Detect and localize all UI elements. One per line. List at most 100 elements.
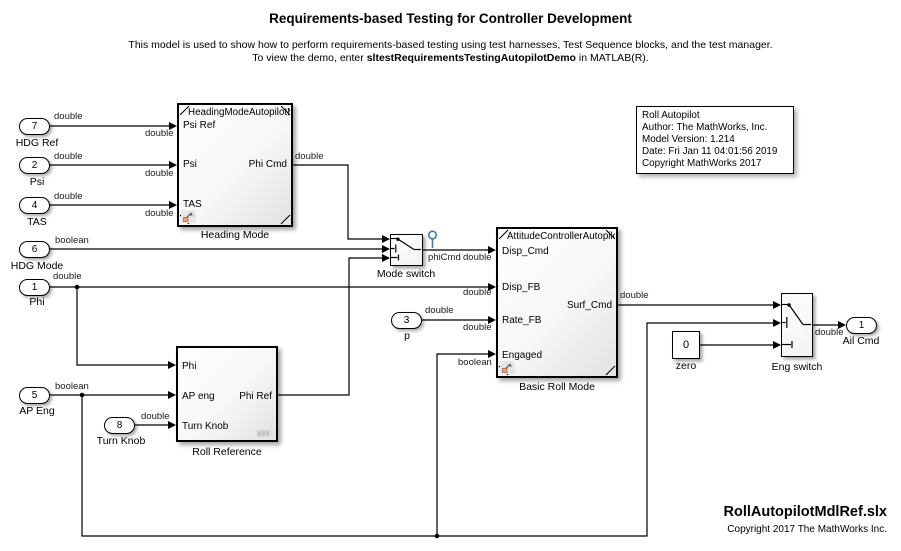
wire-arrowheads bbox=[168, 122, 846, 429]
output-port-label: Surf_Cmd bbox=[566, 300, 612, 311]
inport-label-ap-eng: AP Eng bbox=[19, 405, 55, 417]
model-info-annotation[interactable]: Roll Autopilot Author: The MathWorks, In… bbox=[636, 106, 794, 174]
model-description-line2: To view the demo, enter sltestRequiremen… bbox=[0, 52, 901, 64]
block-basic-roll-mode[interactable]: AttitudeControllerAutopilo Disp_Cmd Disp… bbox=[496, 227, 618, 378]
input-port-label: Rate_FB bbox=[502, 315, 542, 326]
block-name-heading-mode: Heading Mode bbox=[200, 229, 270, 241]
inport-label-hdg-mode: HDG Mode bbox=[10, 260, 64, 272]
port-number: 1 bbox=[31, 282, 38, 293]
test-point-icon[interactable] bbox=[426, 230, 439, 250]
description-pre: To view the demo, enter bbox=[252, 52, 367, 64]
model-reference-badge-icon[interactable] bbox=[500, 361, 515, 374]
input-port-label: Psi Ref bbox=[183, 120, 216, 131]
block-zero-constant[interactable]: 0 bbox=[672, 331, 700, 359]
signal-type-label: double bbox=[463, 252, 492, 263]
inport-ap-eng[interactable]: 5 bbox=[19, 387, 50, 404]
annotation-line: Model Version: 1.214 bbox=[642, 133, 735, 145]
block-name-eng-switch: Eng switch bbox=[771, 361, 823, 373]
inport-label-p: p bbox=[404, 330, 410, 342]
description-post: in MATLAB(R). bbox=[575, 52, 649, 64]
signal-type-label: double bbox=[463, 287, 492, 298]
model-filename: RollAutopilotMdlRef.slx bbox=[723, 504, 887, 520]
inport-psi[interactable]: 2 bbox=[19, 157, 50, 174]
input-port-label: Psi bbox=[183, 159, 197, 170]
output-port-label: Phi Cmd bbox=[248, 159, 287, 170]
signal-type-label: boolean bbox=[55, 381, 89, 392]
input-port-label: AP eng bbox=[182, 391, 215, 402]
signal-type-label: double bbox=[53, 271, 82, 282]
block-name-roll-reference: Roll Reference bbox=[192, 446, 262, 458]
port-number: 2 bbox=[31, 160, 38, 171]
signal-type-label: double bbox=[425, 305, 454, 316]
signal-type-label: double bbox=[145, 168, 174, 179]
inport-label-psi: Psi bbox=[29, 176, 45, 188]
input-port-label: Disp_Cmd bbox=[502, 246, 549, 257]
annotation-line: Date: Fri Jan 11 04:01:56 2019 bbox=[642, 145, 778, 157]
inport-label-phi: Phi bbox=[29, 296, 45, 308]
switch-glyph-icon bbox=[391, 237, 421, 261]
wire-phi-cmd[interactable] bbox=[293, 164, 383, 240]
constant-value: 0 bbox=[682, 339, 690, 351]
signal-type-label: double bbox=[54, 151, 83, 162]
wire-phi-ref[interactable] bbox=[278, 257, 383, 396]
input-port-label: Turn Knob bbox=[182, 421, 229, 432]
wire-engaged[interactable] bbox=[436, 353, 489, 536]
switch-glyph-icon bbox=[782, 303, 811, 348]
block-internal-name: AttitudeControllerAutopilo bbox=[507, 231, 615, 242]
signal-type-label: double bbox=[620, 290, 649, 301]
block-name-zero: zero bbox=[675, 360, 697, 372]
inport-label-turn-knob: Turn Knob bbox=[96, 435, 146, 447]
demo-command: sltestRequirementsTestingAutopilotDemo bbox=[366, 52, 576, 64]
block-roll-reference[interactable]: Phi AP eng Turn Knob Phi Ref bbox=[176, 346, 278, 442]
inport-turn-knob[interactable]: 8 bbox=[104, 417, 135, 434]
test-harness-badge-icon[interactable] bbox=[256, 429, 273, 437]
port-number: 6 bbox=[31, 244, 38, 255]
inport-tas[interactable]: 4 bbox=[19, 197, 50, 214]
port-number: 1 bbox=[858, 320, 865, 331]
input-port-label: Disp_FB bbox=[502, 282, 541, 293]
annotation-line: Author: The MathWorks, Inc. bbox=[642, 121, 768, 133]
port-number: 7 bbox=[31, 121, 38, 132]
signal-type-label: double bbox=[145, 128, 174, 139]
branch-dots bbox=[74, 284, 440, 539]
signal-type-label: double bbox=[145, 208, 174, 219]
inport-hdg-mode[interactable]: 6 bbox=[19, 241, 50, 258]
input-port-label: Phi bbox=[182, 361, 197, 372]
annotation-line: Roll Autopilot bbox=[642, 110, 700, 121]
inport-label-hdg-ref: HDG Ref bbox=[15, 137, 59, 149]
outport-label-ail-cmd: Ail Cmd bbox=[842, 335, 880, 347]
inport-hdg-ref[interactable]: 7 bbox=[19, 118, 50, 135]
block-heading-mode[interactable]: HeadingModeAutopilotM Psi Ref Psi TAS Ph… bbox=[177, 103, 293, 227]
model-description-line1: This model is used to show how to perfor… bbox=[128, 39, 773, 51]
signal-type-label: double bbox=[141, 411, 170, 422]
signal-type-label: double bbox=[54, 191, 83, 202]
block-name-basic-roll-mode: Basic Roll Mode bbox=[519, 381, 595, 393]
model-title: Requirements-based Testing for Controlle… bbox=[269, 11, 632, 26]
outport-ail-cmd[interactable]: 1 bbox=[846, 317, 877, 334]
model-reference-badge-icon[interactable] bbox=[181, 210, 196, 223]
inport-phi[interactable]: 1 bbox=[19, 279, 50, 296]
port-number: 5 bbox=[31, 390, 38, 401]
signal-type-label: double bbox=[54, 111, 83, 122]
block-mode-switch[interactable] bbox=[390, 234, 423, 266]
block-eng-switch[interactable] bbox=[781, 293, 813, 357]
signal-type-label: double bbox=[295, 151, 324, 162]
inport-label-tas: TAS bbox=[27, 216, 47, 228]
signal-type-label: boolean bbox=[55, 235, 89, 246]
port-number: 8 bbox=[116, 420, 123, 431]
signal-type-label: double bbox=[815, 327, 844, 338]
port-number: 3 bbox=[403, 315, 410, 326]
copyright-text: Copyright 2017 The MathWorks Inc. bbox=[727, 524, 887, 535]
inport-p[interactable]: 3 bbox=[391, 312, 422, 329]
signal-type-label: double bbox=[463, 322, 492, 333]
signal-type-label: boolean bbox=[458, 357, 492, 368]
port-number: 4 bbox=[31, 200, 38, 211]
annotation-line: Copyright MathWorks 2017 bbox=[642, 157, 762, 169]
signal-name-label: phiCmd bbox=[428, 252, 461, 263]
block-name-mode-switch: Mode switch bbox=[376, 268, 436, 280]
wire-ap-eng-branch[interactable] bbox=[81, 322, 774, 537]
input-port-label: TAS bbox=[183, 199, 202, 210]
wire-phi-branch[interactable] bbox=[76, 287, 169, 366]
